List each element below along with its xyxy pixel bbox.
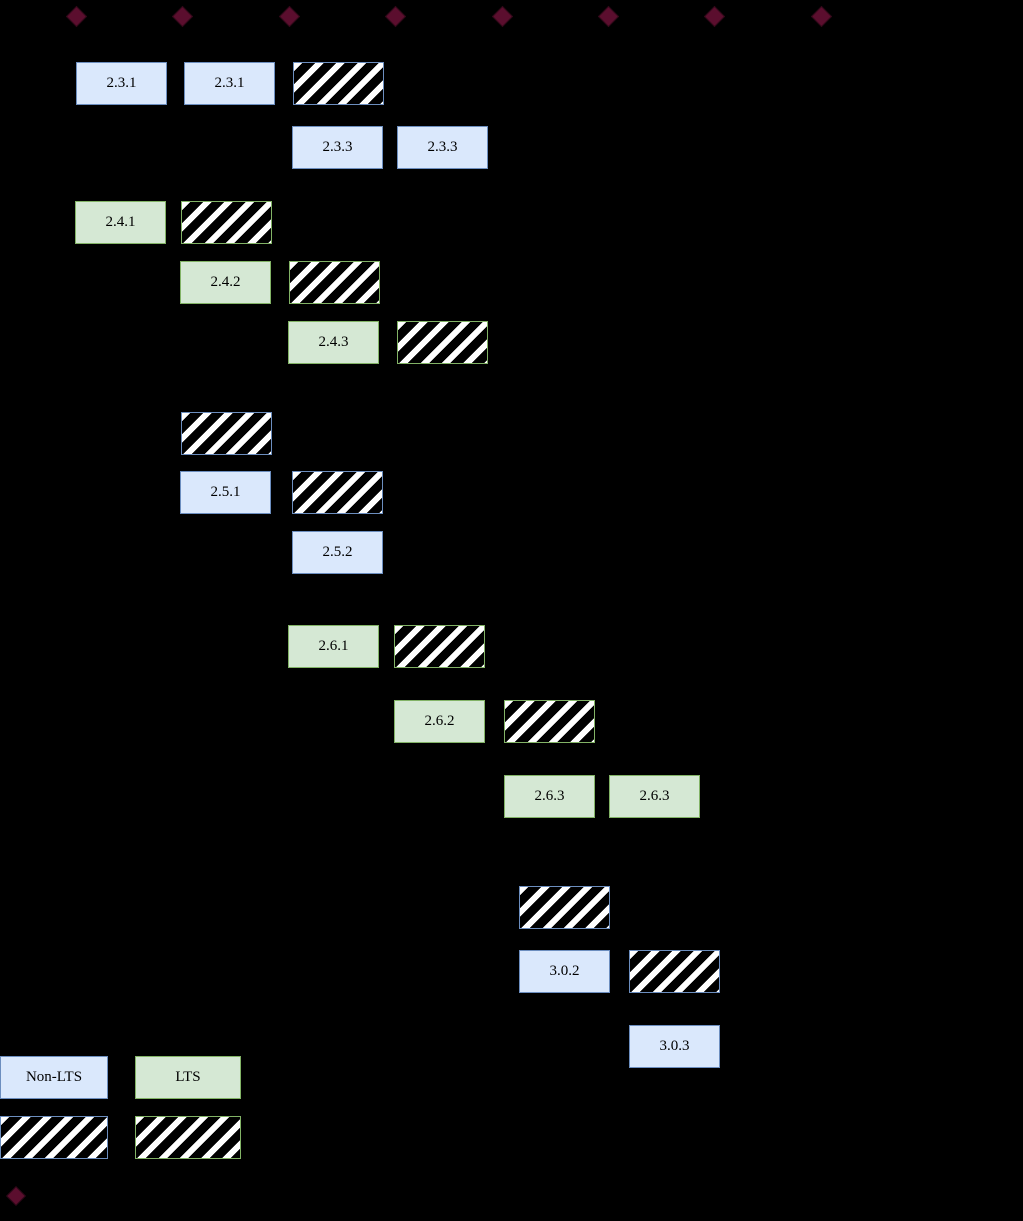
release-box: 2.4.3 — [288, 321, 379, 364]
version-label: 2.3.3 — [427, 139, 458, 155]
planned-period-box — [289, 261, 380, 304]
version-label: 2.4.1 — [105, 214, 136, 230]
planned-period-box — [181, 201, 272, 244]
milestone-diamond-icon — [491, 5, 513, 27]
milestone-diamond-icon — [703, 5, 725, 27]
legend-swatch: Non-LTS — [0, 1056, 108, 1099]
release-box: 2.3.1 — [76, 62, 167, 105]
version-label: 2.6.3 — [639, 788, 670, 804]
version-label: 3.0.2 — [549, 963, 580, 979]
version-label: 2.3.1 — [214, 75, 245, 91]
release-box: 2.6.1 — [288, 625, 379, 668]
version-label: 2.5.1 — [210, 484, 241, 500]
release-box: 2.6.3 — [609, 775, 700, 818]
planned-period-box — [629, 950, 720, 993]
version-label: 2.5.2 — [322, 544, 353, 560]
version-label: 2.4.3 — [318, 334, 349, 350]
milestone-diamond-icon — [810, 5, 832, 27]
legend-milestone-diamond-icon — [6, 1186, 26, 1206]
version-label: 2.4.2 — [210, 274, 241, 290]
version-label: 2.3.1 — [106, 75, 137, 91]
milestone-diamond-icon — [384, 5, 406, 27]
planned-period-box — [394, 625, 485, 668]
planned-period-box — [293, 62, 384, 105]
milestone-diamond-icon — [278, 5, 300, 27]
release-box: 3.0.3 — [629, 1025, 720, 1068]
release-box: 2.3.1 — [184, 62, 275, 105]
legend-swatch: LTS — [135, 1056, 241, 1099]
planned-period-box — [519, 886, 610, 929]
version-label: 3.0.3 — [659, 1038, 690, 1054]
milestone-diamond-icon — [597, 5, 619, 27]
version-label: 2.3.3 — [322, 139, 353, 155]
version-label: 2.6.2 — [424, 713, 455, 729]
release-box: 2.5.1 — [180, 471, 271, 514]
planned-period-box — [181, 412, 272, 455]
release-box: 2.6.2 — [394, 700, 485, 743]
release-box: 2.6.3 — [504, 775, 595, 818]
milestone-diamond-icon — [171, 5, 193, 27]
legend-label: LTS — [175, 1069, 201, 1085]
planned-period-box — [504, 700, 595, 743]
release-box: 2.4.2 — [180, 261, 271, 304]
version-label: 2.6.3 — [534, 788, 565, 804]
release-box: 2.3.3 — [292, 126, 383, 169]
release-box: 2.5.2 — [292, 531, 383, 574]
legend-swatch-hatched — [135, 1116, 241, 1159]
legend-swatch-hatched — [0, 1116, 108, 1159]
release-box: 2.3.3 — [397, 126, 488, 169]
version-label: 2.6.1 — [318, 638, 349, 654]
legend-label: Non-LTS — [25, 1069, 83, 1085]
planned-period-box — [397, 321, 488, 364]
release-box: 2.4.1 — [75, 201, 166, 244]
planned-period-box — [292, 471, 383, 514]
milestone-diamond-icon — [65, 5, 87, 27]
release-box: 3.0.2 — [519, 950, 610, 993]
